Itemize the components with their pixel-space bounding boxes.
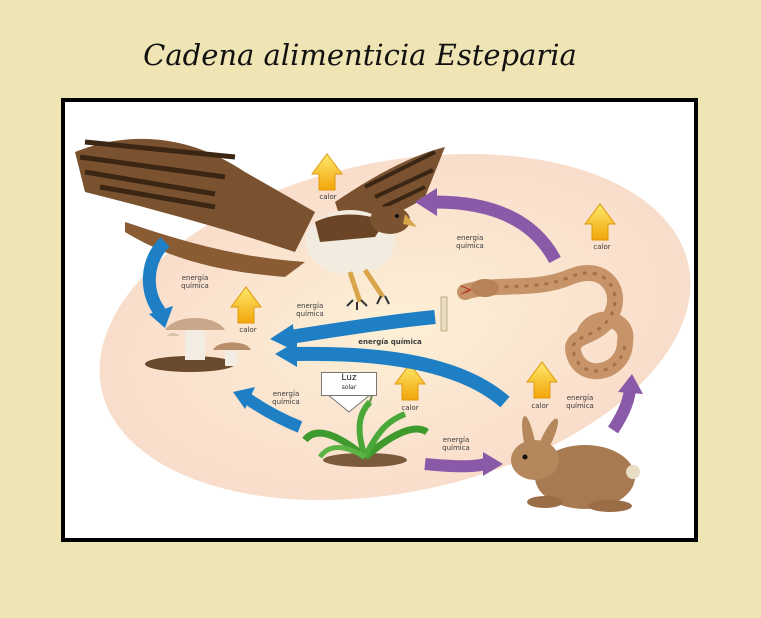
heat-arrow-snake bbox=[584, 203, 616, 241]
blue-arrow-snake-to-mushroom bbox=[270, 310, 436, 351]
snake-icon bbox=[440, 265, 634, 380]
sunlight-label: Luz solar bbox=[321, 372, 377, 396]
label-energia-hawk-mushroom: energía química bbox=[181, 274, 209, 290]
sunlight-title: Luz bbox=[341, 373, 357, 383]
label-calor-rabbit: calor bbox=[531, 402, 549, 410]
label-calor-top: calor bbox=[319, 193, 337, 201]
hawk-icon bbox=[75, 138, 445, 310]
label-energia-rabbit-snake: energía química bbox=[566, 394, 594, 410]
label-calor-mushroom: calor bbox=[239, 326, 257, 334]
purple-arrow-plant-to-rabbit bbox=[424, 452, 503, 476]
rabbit-icon bbox=[511, 416, 640, 512]
label-calor-plant: calor bbox=[401, 404, 419, 412]
plant-icon bbox=[302, 387, 429, 467]
blue-arrow-hawk-to-mushroom bbox=[142, 237, 173, 328]
page-title: Cadena alimenticia Esteparia bbox=[143, 38, 577, 72]
mushroom-icon bbox=[145, 318, 251, 372]
diagram-canvas bbox=[75, 138, 691, 512]
blue-arrow-center bbox=[275, 341, 510, 408]
label-energia-plant-mushroom: energía química bbox=[272, 390, 300, 406]
label-calor-snake: calor bbox=[593, 243, 611, 251]
food-chain-diagram: calor calor calor calor calor energía qu… bbox=[61, 98, 698, 542]
label-energia-snake-mushroom: energía química bbox=[296, 302, 324, 318]
label-energia-plant-rabbit: energía química bbox=[442, 436, 470, 452]
heat-arrow-rabbit bbox=[526, 361, 558, 399]
purple-arrow-rabbit-to-snake bbox=[607, 374, 643, 434]
sunlight-subtitle: solar bbox=[341, 384, 357, 391]
blue-arrow-plant-to-mushroom bbox=[233, 387, 303, 433]
label-energia-center: energía química bbox=[358, 338, 422, 346]
label-energia-hawk-snake: energía química bbox=[456, 234, 484, 250]
purple-arrow-snake-to-hawk bbox=[415, 188, 561, 264]
heat-arrow-hawk bbox=[311, 153, 343, 191]
heat-arrow-mushroom bbox=[230, 286, 262, 324]
